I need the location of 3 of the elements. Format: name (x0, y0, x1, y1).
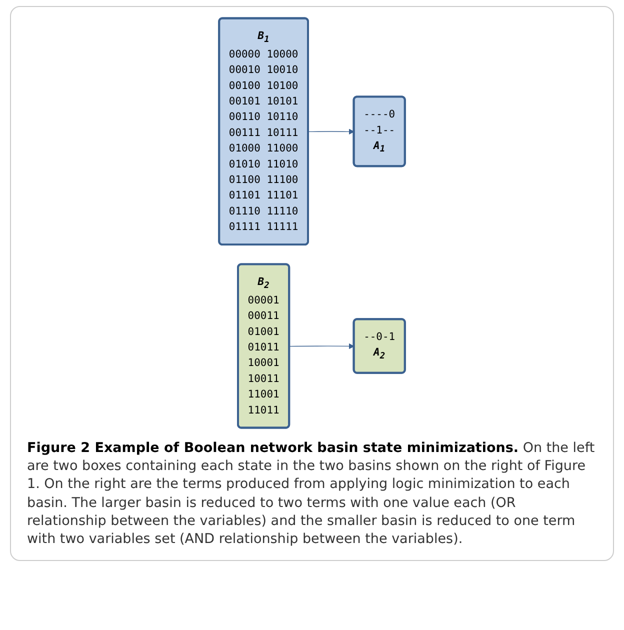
arrow (308, 128, 354, 135)
figure-caption: Figure 2 Example of Boolean network basin state minimizations. On the left are two boxes containing each state in the two basins shown on the right of Figure 1. On the right are the terms produced from applying logic minimization to each basin. The larger basin is reduced to two terms with one value each (OR relationship between the variables) and the smaller basin is reduced to one term with two variables set (AND relationship between the variables). (27, 439, 596, 548)
arrow (289, 343, 354, 350)
